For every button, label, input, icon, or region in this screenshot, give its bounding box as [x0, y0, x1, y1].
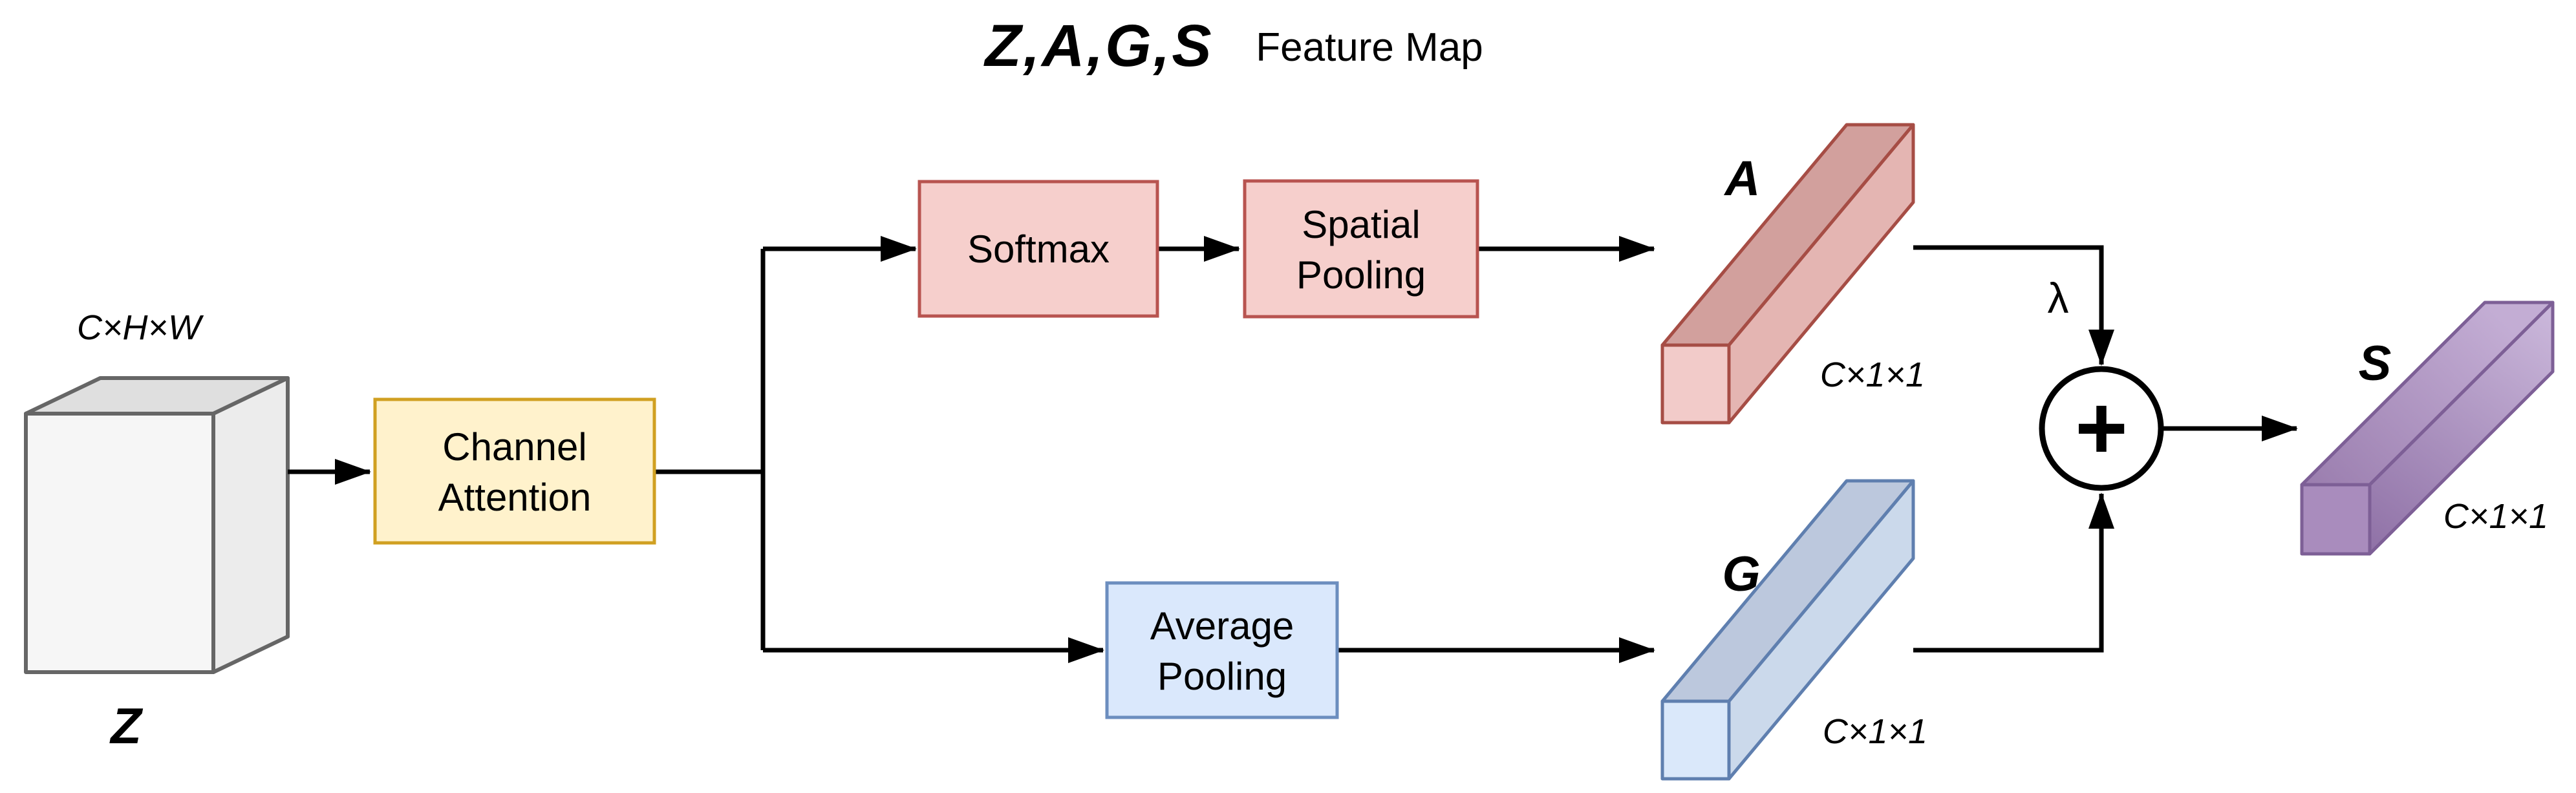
- softmax-rect: [918, 180, 1159, 318]
- spatial-pooling-label-line2: Pooling: [1296, 253, 1426, 297]
- sum-circle: [2039, 366, 2164, 491]
- legend-symbols: Z,A,G,S: [983, 13, 1213, 79]
- vector-s-bar: S C×1×1: [2300, 301, 2555, 556]
- vector-a-dims-label: C×1×1: [1820, 355, 1925, 394]
- softmax-label: Softmax: [967, 227, 1110, 271]
- lambda-label: λ: [2048, 274, 2069, 322]
- vector-g-dims-label: C×1×1: [1823, 712, 1927, 751]
- vector-s-front-face: [2300, 483, 2372, 556]
- softmax-box: Softmax: [918, 180, 1159, 318]
- channel-attention-box: Channel Attention: [373, 397, 656, 545]
- input-name-label: Z: [109, 697, 144, 754]
- vector-a-name-label: A: [1724, 151, 1761, 206]
- vector-g-front-face: [1660, 699, 1731, 781]
- average-pooling-label-line2: Pooling: [1157, 655, 1287, 698]
- sum-node: +: [2039, 366, 2164, 491]
- average-pooling-rect: [1105, 581, 1339, 719]
- channel-attention-label-line1: Channel: [442, 425, 587, 469]
- cube-front-face: [24, 412, 215, 674]
- cube-side-face: [211, 376, 290, 674]
- vector-a-bar: A C×1×1: [1660, 123, 1925, 425]
- channel-attention-label-line2: Attention: [438, 476, 592, 519]
- arrow-vector-g-to-sum: [1913, 492, 2114, 653]
- spatial-pooling-rect: [1243, 179, 1479, 319]
- spatial-pooling-label-line1: Spatial: [1302, 203, 1420, 246]
- vector-g-name-label: G: [1722, 547, 1760, 602]
- vector-g-bar: G C×1×1: [1660, 479, 1927, 781]
- vector-a-front-face: [1660, 343, 1731, 425]
- vector-s-dims-label: C×1×1: [2443, 497, 2548, 536]
- input-dims-label: C×H×W: [77, 308, 204, 347]
- sum-plus-sign: +: [2075, 377, 2128, 478]
- input-cube: C×H×W Z: [24, 308, 290, 754]
- average-pooling-label-line1: Average: [1150, 604, 1294, 648]
- legend-label: Feature Map: [1256, 25, 1483, 70]
- spatial-pooling-box: Spatial Pooling: [1243, 179, 1479, 319]
- average-pooling-box: Average Pooling: [1105, 581, 1339, 719]
- channel-attention-rect: [373, 397, 656, 545]
- vector-s-name-label: S: [2359, 336, 2392, 391]
- arrow-vector-a-to-sum: [1913, 245, 2114, 366]
